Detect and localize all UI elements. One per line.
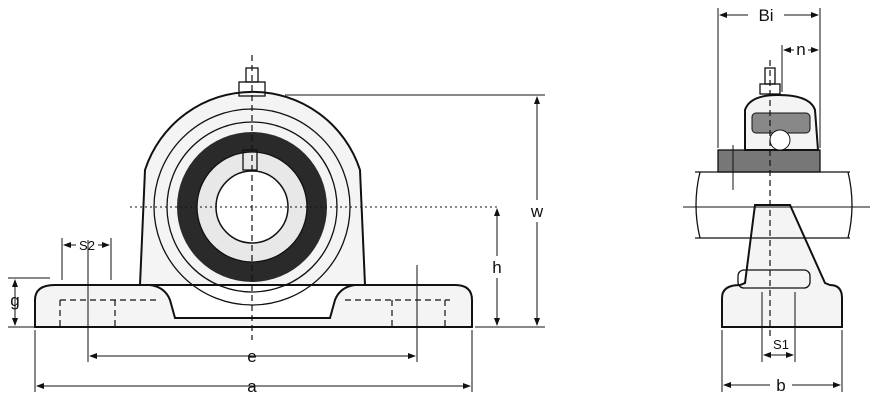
dim-w-label: w	[530, 202, 544, 221]
dim-n-label: n	[796, 40, 805, 59]
front-view	[34, 55, 500, 362]
dim-h-label: h	[492, 258, 501, 277]
dimensions-front: a e g S2 h w	[8, 94, 546, 396]
side-base	[721, 204, 843, 328]
dimensions-side: Bi n b S1	[717, 6, 843, 395]
dim-b-label: b	[776, 376, 785, 395]
dim-a-label: a	[247, 377, 257, 396]
dim-s2-label: S2	[79, 238, 95, 253]
dim-s1-label: S1	[773, 337, 789, 352]
housing-base	[34, 284, 473, 328]
dim-bi-label: Bi	[758, 6, 773, 25]
dim-e-label: e	[247, 347, 256, 366]
side-view	[683, 60, 870, 340]
dim-g-label: g	[10, 291, 19, 310]
